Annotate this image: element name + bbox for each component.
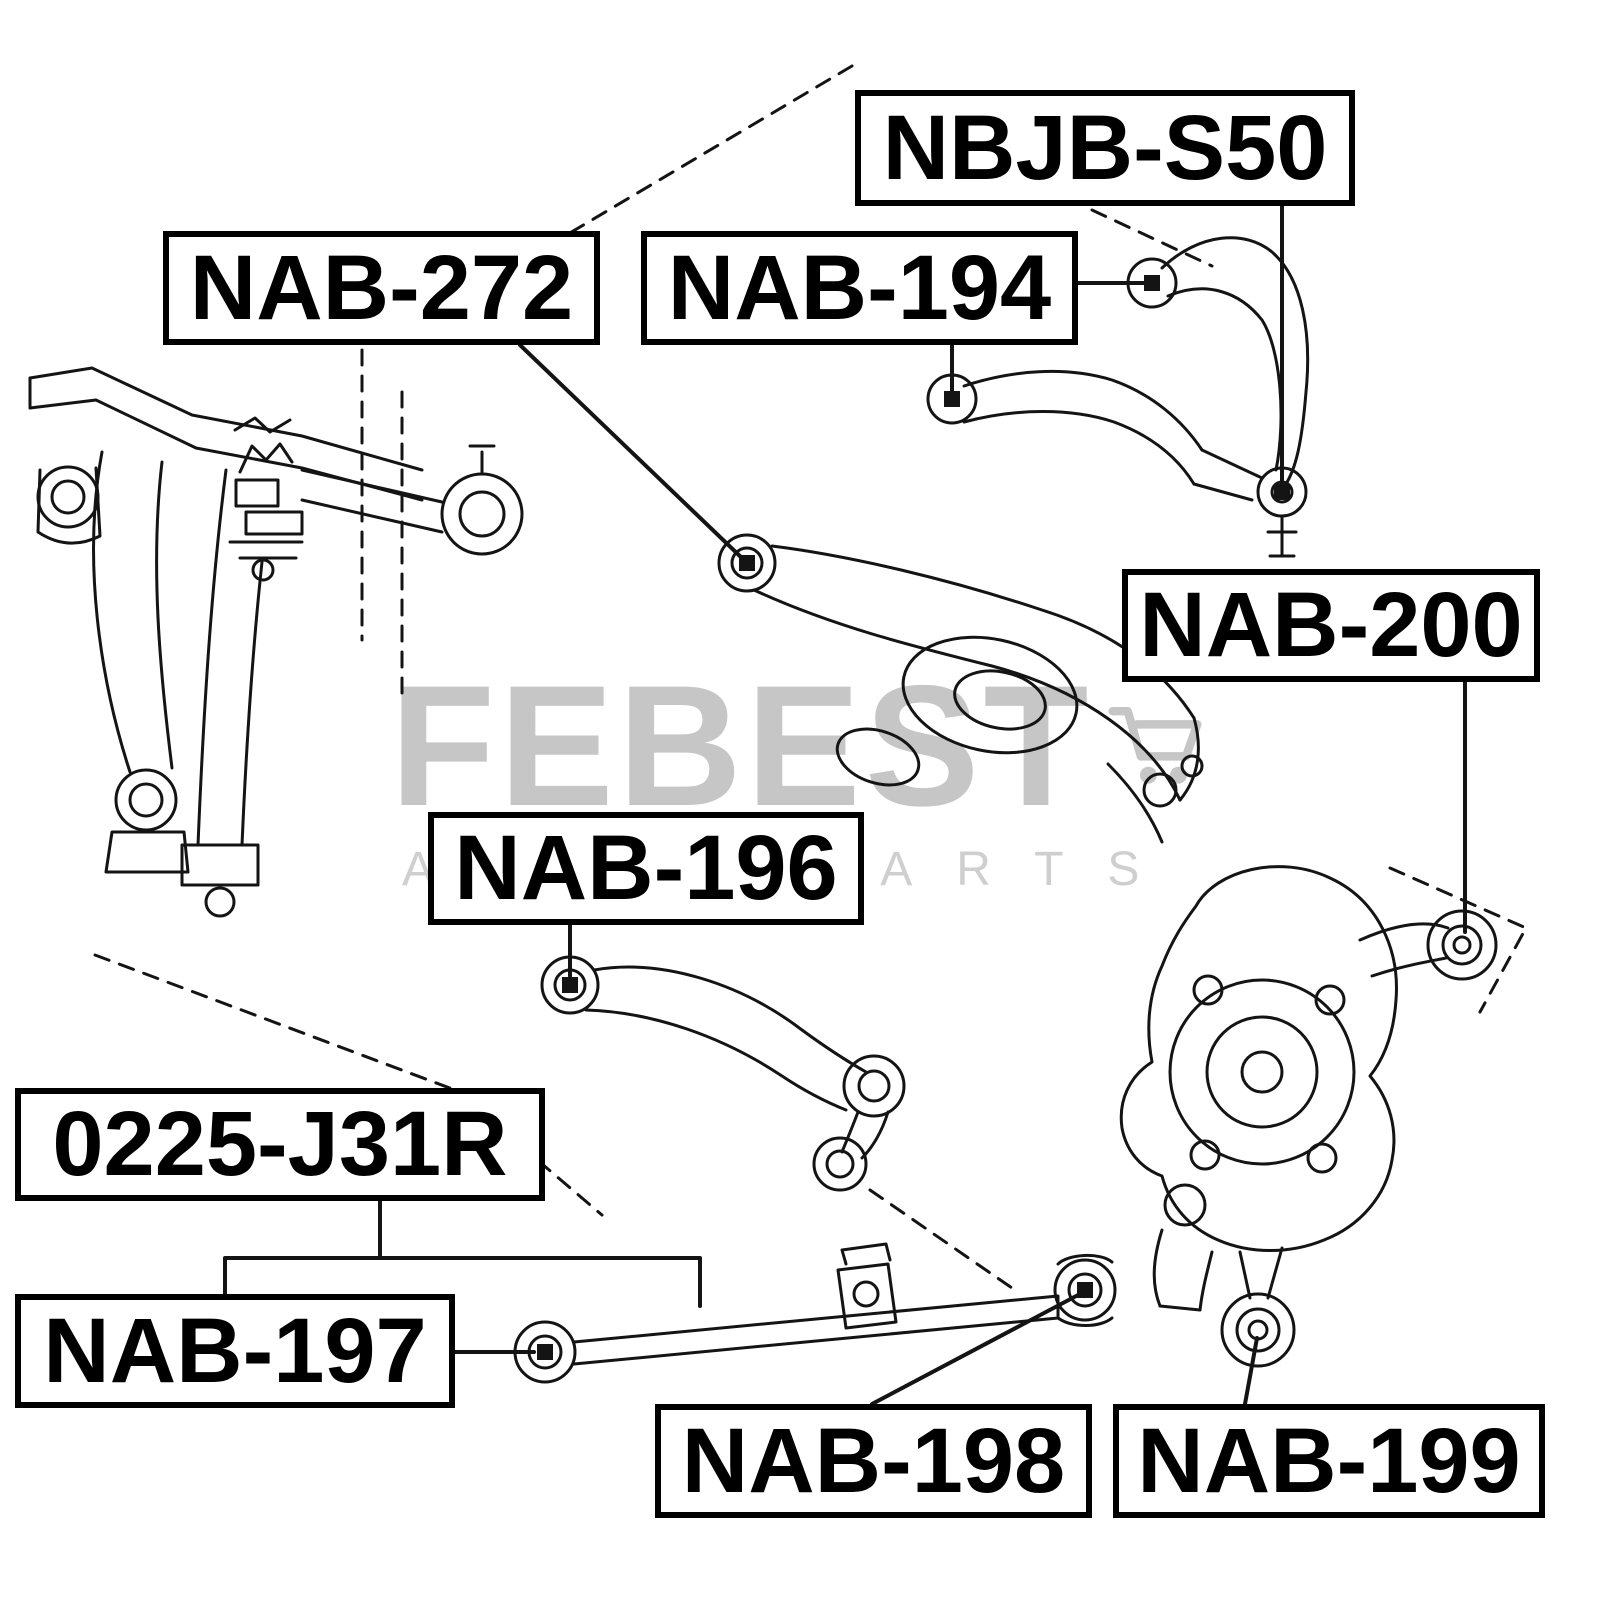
part-label-nab-198: NAB-198 [655,1404,1092,1518]
part-label-nab-199: NAB-199 [1113,1404,1545,1518]
part-label-nab-200: NAB-200 [1122,569,1540,682]
leader-lines [223,203,1467,1406]
suspension-drawing [28,236,1498,1384]
part-label-0225-j31r: 0225-J31R [15,1088,545,1201]
attachment-markers [537,275,1290,1360]
construction-lines [93,64,1528,1290]
part-label-nab-194: NAB-194 [641,231,1078,345]
part-label-nab-272: NAB-272 [163,231,600,345]
part-label-nab-197: NAB-197 [15,1294,455,1408]
part-label-nbjb-s50: NBJB-S50 [855,90,1355,206]
watermark-brand-text: FEBEST [390,650,1093,842]
part-label-nab-196: NAB-196 [428,812,864,925]
